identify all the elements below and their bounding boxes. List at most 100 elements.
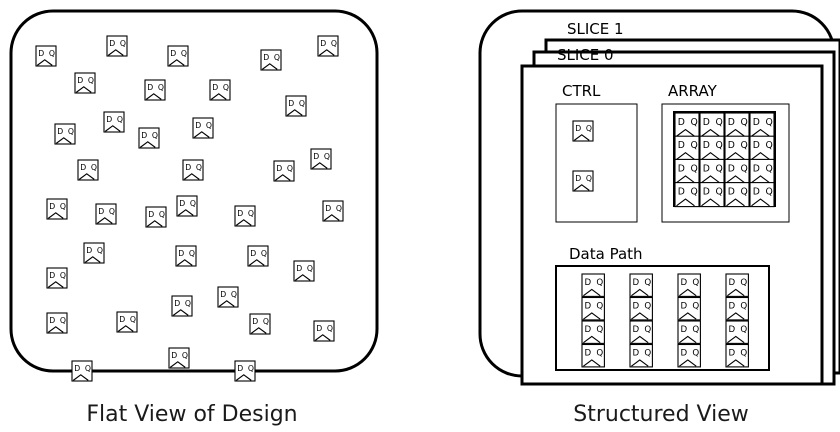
ff-d-label: D bbox=[237, 209, 243, 218]
ff-d-label: D bbox=[174, 299, 180, 308]
ff-d-label: D bbox=[288, 99, 294, 108]
ff-d-label: D bbox=[728, 140, 735, 151]
ff-d-label: D bbox=[179, 199, 185, 208]
ff-d-label: D bbox=[38, 49, 44, 58]
ff-d-label: D bbox=[212, 83, 218, 92]
ff-d-label: D bbox=[313, 152, 319, 161]
ff-q-label: Q bbox=[158, 83, 164, 92]
array-label: ARRAY bbox=[668, 82, 718, 100]
ff-d-label: D bbox=[171, 351, 177, 360]
ff-q-label: Q bbox=[740, 187, 747, 198]
ff-q-label: Q bbox=[117, 115, 123, 124]
ff-d-label: D bbox=[678, 163, 685, 174]
ff-d-label: D bbox=[703, 187, 710, 198]
ff-q-label: Q bbox=[130, 315, 136, 324]
ff-d-label: D bbox=[681, 325, 688, 335]
ff-q-label: Q bbox=[765, 117, 772, 128]
ff-q-label: Q bbox=[692, 302, 699, 312]
ff-d-label: D bbox=[185, 163, 191, 172]
ff-q-label: Q bbox=[88, 76, 94, 85]
ff-d-label: D bbox=[678, 140, 685, 151]
ff-d-label: D bbox=[575, 124, 581, 133]
ff-q-label: Q bbox=[85, 364, 91, 373]
ff-d-label: D bbox=[633, 278, 640, 288]
ff-q-label: Q bbox=[690, 140, 697, 151]
ff-d-label: D bbox=[141, 131, 147, 140]
ff-q-label: Q bbox=[299, 99, 305, 108]
ff-d-label: D bbox=[195, 121, 201, 130]
ff-q-label: Q bbox=[120, 39, 126, 48]
ff-q-label: Q bbox=[248, 364, 254, 373]
ff-q-label: Q bbox=[68, 127, 74, 136]
ff-d-label: D bbox=[77, 76, 83, 85]
ff-d-label: D bbox=[585, 278, 592, 288]
ff-q-label: Q bbox=[307, 264, 313, 273]
ff-q-label: Q bbox=[690, 163, 697, 174]
ff-d-label: D bbox=[729, 302, 736, 312]
ff-d-label: D bbox=[585, 349, 592, 359]
ff-q-label: Q bbox=[740, 325, 747, 335]
ff-q-label: Q bbox=[692, 278, 699, 288]
ff-d-label: D bbox=[316, 324, 322, 333]
slice-1-label: SLICE 1 bbox=[567, 20, 624, 38]
ff-d-label: D bbox=[729, 349, 736, 359]
ff-d-label: D bbox=[729, 278, 736, 288]
ff-d-label: D bbox=[80, 163, 86, 172]
ff-q-label: Q bbox=[159, 210, 165, 219]
ff-q-label: Q bbox=[223, 83, 229, 92]
ff-d-label: D bbox=[237, 364, 243, 373]
ff-d-label: D bbox=[728, 163, 735, 174]
ff-d-label: D bbox=[325, 204, 331, 213]
ff-d-label: D bbox=[753, 187, 760, 198]
flat-view-caption: Flat View of Design bbox=[86, 402, 297, 427]
ff-q-label: Q bbox=[331, 39, 337, 48]
ff-q-label: Q bbox=[60, 316, 66, 325]
ff-q-label: Q bbox=[740, 349, 747, 359]
ff-d-label: D bbox=[753, 140, 760, 151]
ff-q-label: Q bbox=[644, 278, 651, 288]
ff-q-label: Q bbox=[690, 187, 697, 198]
ff-d-label: D bbox=[703, 163, 710, 174]
ff-q-label: Q bbox=[60, 202, 66, 211]
ff-q-label: Q bbox=[715, 187, 722, 198]
ff-q-label: Q bbox=[152, 131, 158, 140]
ff-q-label: Q bbox=[644, 302, 651, 312]
ff-d-label: D bbox=[148, 210, 154, 219]
